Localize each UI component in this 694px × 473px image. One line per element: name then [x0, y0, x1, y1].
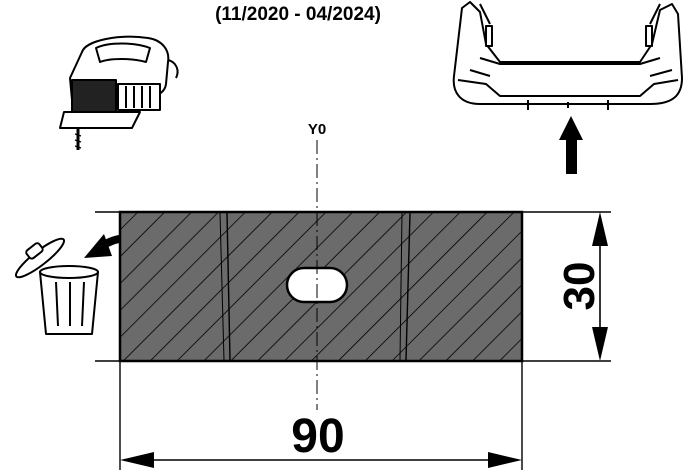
width-dimension [120, 452, 522, 468]
rear-bumper-icon [452, 1, 683, 110]
fold-line-right [405, 212, 411, 361]
trash-bin-icon [14, 237, 99, 335]
fold-line-left [226, 212, 231, 361]
date-range-label: (11/2020 - 04/2024) [215, 4, 381, 25]
height-dimension-label: 30 [555, 262, 604, 311]
jigsaw-icon [59, 35, 179, 150]
up-arrow-icon [559, 116, 583, 174]
axis-label-y0: Y0 [308, 121, 326, 138]
cut-piece [118, 210, 524, 363]
height-dimension [592, 212, 608, 361]
width-dimension-label: 90 [291, 410, 344, 463]
